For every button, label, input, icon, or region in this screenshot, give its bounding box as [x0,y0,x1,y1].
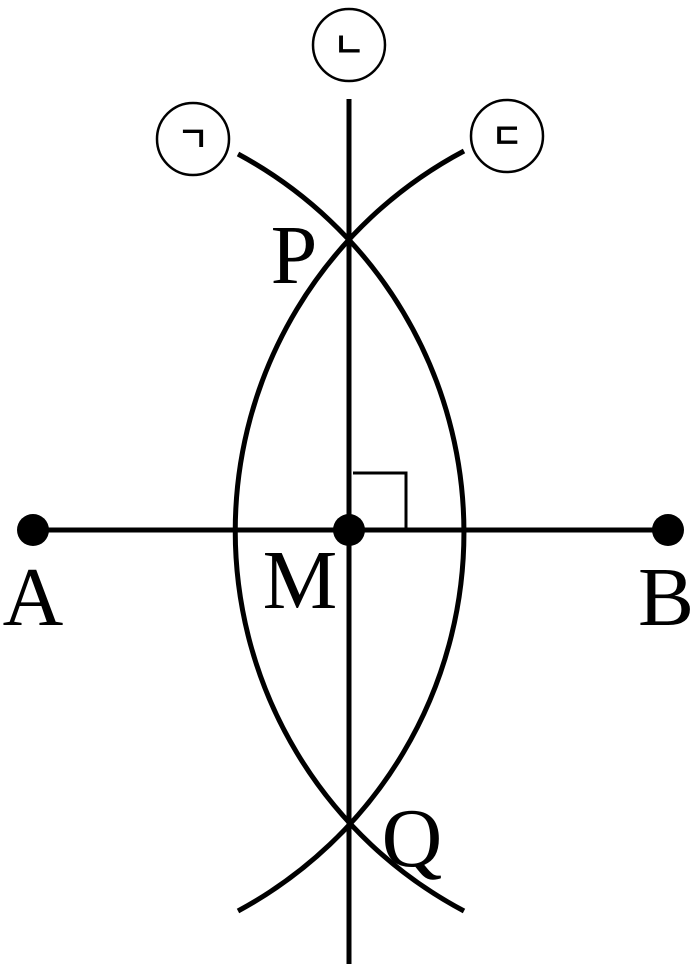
label-q: Q [382,792,443,885]
step-marker-third: ㄷ [491,117,522,157]
label-p: P [271,209,318,302]
right-angle-mark [353,471,408,528]
step-marker-second-circle [311,7,387,83]
step-marker-first: ㄱ [177,120,208,160]
label-a: A [3,551,64,644]
point-m-dot [333,514,365,546]
point-a-dot [17,514,49,546]
step-marker-second: ㄴ [333,26,364,66]
label-m: M [263,534,338,627]
label-b: B [638,551,694,644]
step-marker-third-circle [469,98,545,174]
step-marker-first-circle [155,101,231,177]
arc-from-b [232,148,466,914]
point-b-dot [652,514,684,546]
